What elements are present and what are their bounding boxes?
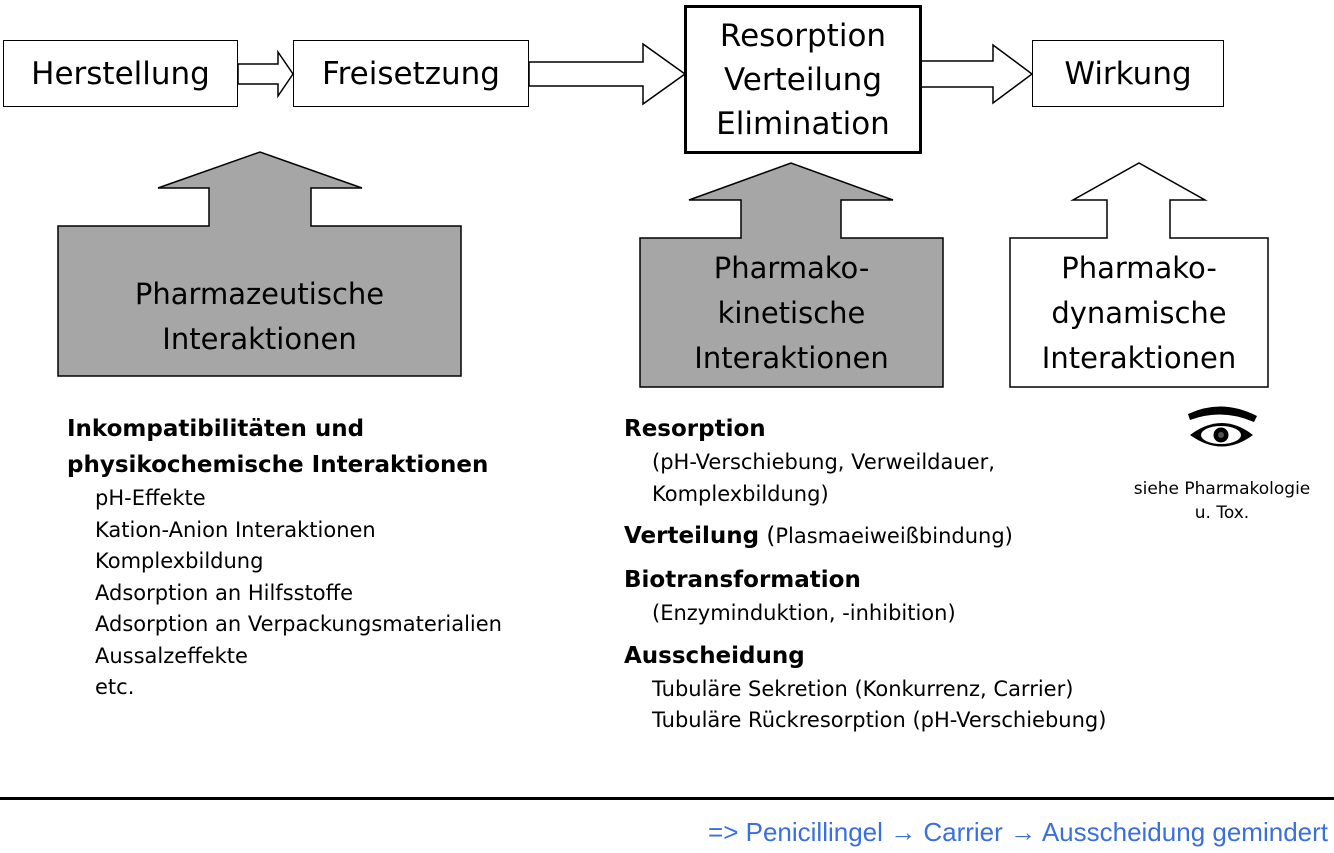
pharmakokinetisch-details: Resorption (pH-Verschiebung, Verweildaue… (624, 411, 1106, 745)
adme-line-resorption: Resorption (719, 17, 887, 54)
pharmakodynamisch-label-line: Pharmako- (1061, 251, 1217, 285)
freisetzung-label: Freisetzung (322, 55, 500, 92)
pharmazeutisch-label-line: Interaktionen (162, 322, 357, 356)
arrow-freisetzung-adme (528, 42, 687, 106)
adme-box: Resorption Verteilung Elimination (684, 5, 922, 154)
herstellung-label: Herstellung (31, 55, 210, 92)
section-resorption: Resorption (pH-Verschiebung, Verweildaue… (624, 411, 1106, 510)
pharmazeutisch-heading-line: physikochemische Interaktionen (67, 452, 489, 478)
wirkung-box: Wirkung (1032, 40, 1224, 107)
pharmakodynamisch-label-line: dynamische (1051, 296, 1227, 330)
section-title-row: Verteilung (Plasmaeiweißbindung) (624, 518, 1106, 554)
pharmakodynamisch-label-line: Interaktionen (1041, 341, 1237, 375)
note-line: siehe Pharmakologie (1133, 479, 1311, 499)
section-line: Tubuläre Sekretion (Konkurrenz, Carrier) (652, 676, 1074, 701)
section-verteilung: Verteilung (Plasmaeiweißbindung) (624, 518, 1106, 554)
list-item: etc. (95, 675, 135, 699)
section-detail: Plasmaeiweißbindung) (775, 524, 1013, 548)
list-item: Adsorption an Verpackungsmaterialien (95, 612, 502, 636)
herstellung-box: Herstellung (3, 40, 238, 107)
section-title: Verteilung (624, 523, 760, 549)
divider-line (0, 797, 1334, 800)
pharmakokinetisch-label-line: Pharmako- (713, 251, 870, 285)
block-arrow-pharmazeutisch (57, 151, 462, 377)
note-line: u. Tox. (1194, 503, 1250, 523)
list-item: pH-Effekte (95, 486, 206, 510)
list-item: Kation-Anion Interaktionen (95, 517, 376, 542)
pharmakokinetisch-label: Pharmako- kinetische Interaktionen (640, 240, 943, 387)
section-line: (pH-Verschiebung, Verweildauer, (652, 450, 995, 474)
pharmazeutisch-list: pH-Effekte Kation-Anion Interaktionen Ko… (67, 483, 502, 704)
arrow-herstellung-freisetzung (237, 49, 294, 99)
section-title: Ausscheidung (624, 642, 805, 669)
pharmakokinetisch-label-line: kinetische (717, 296, 866, 330)
pharmazeutisch-heading-line: Inkompatibilitäten und (67, 416, 365, 442)
block-arrow-pharmakokinetisch (639, 162, 944, 388)
list-item: Adsorption an Hilfsstoffe (95, 580, 354, 605)
section-line: Tubuläre Rückresorption (pH-Verschiebung… (652, 708, 1107, 732)
section-biotransformation: Biotransformation (Enzyminduktion, -inhi… (624, 562, 1106, 630)
pharmakodynamisch-note: siehe Pharmakologie u. Tox. (1124, 477, 1320, 525)
section-line: Komplexbildung) (652, 481, 829, 506)
pharmakodynamisch-label: Pharmako- dynamische Interaktionen (1010, 240, 1268, 387)
pharmazeutisch-details: Inkompatibilitäten und physikochemische … (67, 411, 502, 704)
pharmakokinetisch-label-line: Interaktionen (694, 341, 889, 375)
list-item: Aussalzeffekte (95, 643, 248, 668)
section-title: Resorption (624, 416, 766, 442)
section-title: Biotransformation (624, 567, 861, 593)
eye-icon (1188, 406, 1257, 447)
adme-line-verteilung: Verteilung (723, 61, 883, 98)
pharmazeutisch-heading: Inkompatibilitäten und physikochemische … (67, 411, 502, 483)
wirkung-label: Wirkung (1064, 55, 1192, 92)
section-ausscheidung: Ausscheidung Tubuläre Sekretion (Konkurr… (624, 638, 1106, 737)
pharmazeutisch-label-line: Pharmazeutische (134, 277, 385, 311)
list-item: Komplexbildung (95, 549, 264, 573)
section-paren: ( (759, 523, 776, 549)
block-arrow-pharmakodynamisch (1009, 162, 1269, 388)
adme-line-elimination: Elimination (716, 105, 890, 142)
freisetzung-box: Freisetzung (293, 40, 529, 107)
footer-note: => Penicillingel → Carrier → Ausscheidun… (708, 817, 1328, 847)
pharmazeutisch-label: Pharmazeutische Interaktionen (58, 258, 461, 376)
arrow-adme-wirkung (920, 43, 1034, 105)
section-line: (Enzyminduktion, -inhibition) (652, 601, 956, 625)
